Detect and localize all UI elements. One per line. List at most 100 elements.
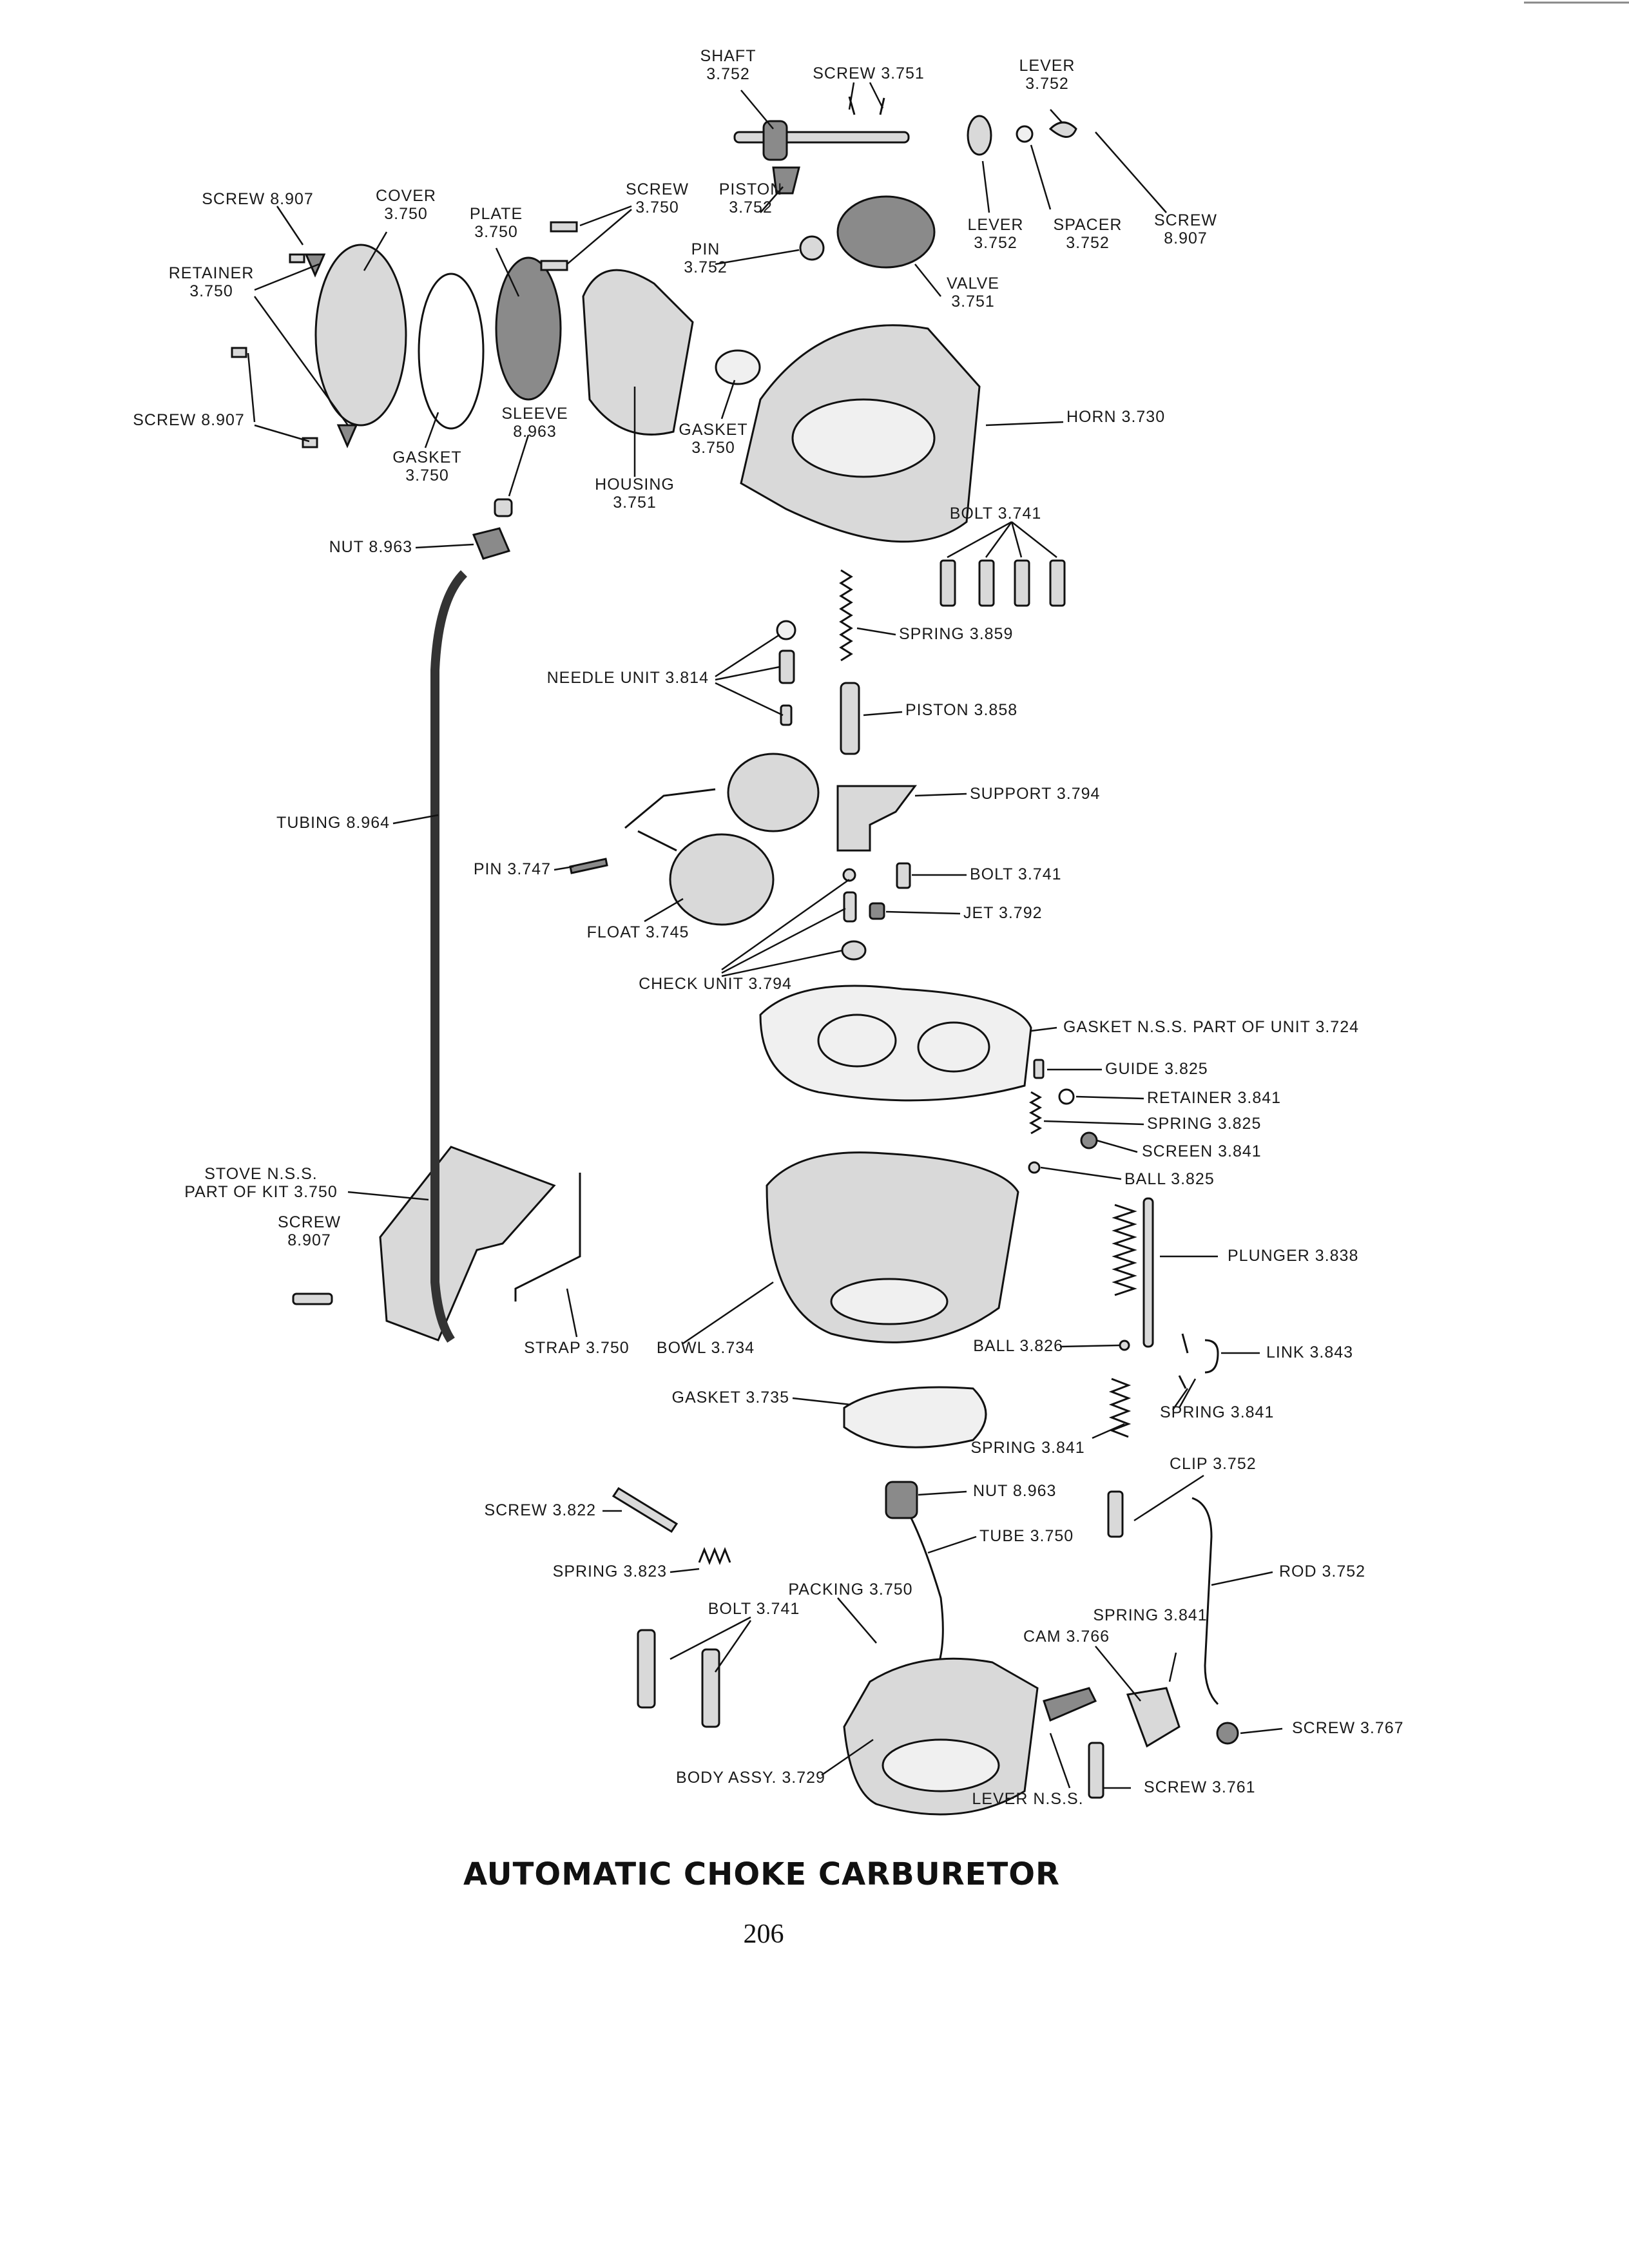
retainer-3841-part (1058, 1088, 1075, 1105)
label-spring-3825: SPRING 3.825 (1147, 1115, 1261, 1133)
label-tubing: TUBING 8.964 (276, 814, 390, 832)
label-lever-nss: LEVER N.S.S. (972, 1790, 1083, 1808)
label-spring-3841-c: SPRING 3.841 (1093, 1606, 1207, 1624)
guide-part (1033, 1059, 1045, 1079)
label-screw-3822: SCREW 3.822 (484, 1501, 596, 1519)
gasket-hole-1 (817, 1014, 897, 1068)
label-horn: HORN 3.730 (1066, 408, 1165, 426)
label-spring-3841-a: SPRING 3.841 (1160, 1403, 1274, 1421)
tube-3750-part (901, 1501, 944, 1676)
plunger-spring-part (1112, 1204, 1137, 1296)
needle-body-part (778, 649, 795, 684)
pin-3747-part (569, 858, 608, 874)
label-needle-unit: NEEDLE UNIT 3.814 (547, 669, 709, 687)
label-stove: STOVE N.S.S.PART OF KIT 3.750 (184, 1165, 337, 1201)
nut-8963-lower-part (885, 1481, 918, 1519)
label-ball-3825: BALL 3.825 (1124, 1170, 1215, 1188)
label-bolt-3741-a: BOLT 3.741 (950, 505, 1042, 523)
spring-3825-part (1028, 1091, 1043, 1135)
plate-part (495, 256, 562, 401)
label-cam: CAM 3.766 (1023, 1628, 1110, 1646)
label-clip: CLIP 3.752 (1170, 1455, 1257, 1473)
label-check-unit: CHECK UNIT 3.794 (639, 975, 792, 993)
label-screw-3761: SCREW 3.761 (1144, 1778, 1256, 1796)
bolt-3741-lower-1 (637, 1629, 656, 1709)
bolt-3741-lower-2 (701, 1648, 720, 1728)
gasket-hole-2 (917, 1021, 990, 1073)
stove-part (379, 1146, 556, 1341)
piston-3858-part (840, 682, 860, 755)
jet-3792-part (869, 902, 885, 920)
label-screen: SCREEN 3.841 (1142, 1142, 1262, 1160)
label-gasket-nss: GASKET N.S.S. PART OF UNIT 3.724 (1063, 1018, 1359, 1036)
piston-part (772, 166, 800, 195)
link-part (1204, 1339, 1219, 1374)
label-float: FLOAT 3.745 (587, 923, 689, 941)
body-bore (882, 1738, 1000, 1792)
diagram-title: AUTOMATIC CHOKE CARBURETOR (463, 1856, 1060, 1892)
rod-3752-part (1191, 1497, 1219, 1706)
valve-part (836, 195, 936, 269)
screw-8907-lower-part (292, 1293, 333, 1305)
label-bolt-3741-b: BOLT 3.741 (970, 865, 1062, 883)
needle-ring-part (776, 620, 796, 640)
gasket-3735-part (843, 1386, 987, 1448)
housing-part (582, 269, 694, 436)
lever-nss-part (1043, 1687, 1097, 1722)
needle-tip-part (780, 704, 793, 726)
float-lower-part (669, 833, 775, 926)
label-screw-8907-c: SCREW 8.907 (133, 411, 245, 429)
screw-3761-part (1088, 1742, 1104, 1799)
spring-3859-part (839, 569, 853, 662)
label-body-assy: BODY ASSY. 3.729 (676, 1769, 825, 1787)
screw-part-1 (289, 253, 305, 264)
label-retainer-3841: RETAINER 3.841 (1147, 1089, 1281, 1107)
clip-part (1107, 1490, 1124, 1538)
strap-part (514, 1173, 581, 1302)
label-support: SUPPORT 3.794 (970, 785, 1100, 803)
spacer-part (1016, 125, 1034, 143)
spring-3841-clips-part (1178, 1333, 1189, 1389)
plunger-rod-part (1142, 1197, 1154, 1348)
lever-small-part (1048, 121, 1077, 138)
shaft-part (733, 131, 910, 144)
label-nut-8963-b: NUT 8.963 (973, 1482, 1056, 1500)
retainer-part-1 (304, 253, 326, 278)
screw-part-2 (231, 347, 247, 358)
label-strap: STRAP 3.750 (524, 1339, 629, 1357)
retainer-part-2 (336, 424, 358, 448)
label-packing: PACKING 3.750 (788, 1581, 912, 1599)
check-spring-part (843, 891, 857, 923)
label-guide: GUIDE 3.825 (1105, 1060, 1208, 1078)
label-rod: ROD 3.752 (1279, 1562, 1365, 1581)
leader-lines (247, 82, 1283, 1789)
screw-part-4 (540, 221, 578, 271)
page-number: 206 (744, 1919, 784, 1949)
bowl-bottom-hole (830, 1278, 949, 1325)
lever-part (967, 115, 992, 156)
label-pin-3747: PIN 3.747 (474, 860, 551, 878)
screw-3822-part (612, 1486, 679, 1533)
bowl-part (766, 1151, 1019, 1343)
label-spring-3859: SPRING 3.859 (899, 625, 1013, 643)
sleeve-part (494, 498, 513, 517)
float-arm-part (624, 788, 716, 852)
horn-opening (791, 398, 936, 478)
cover-part (314, 244, 407, 427)
float-upper-part (727, 753, 820, 832)
